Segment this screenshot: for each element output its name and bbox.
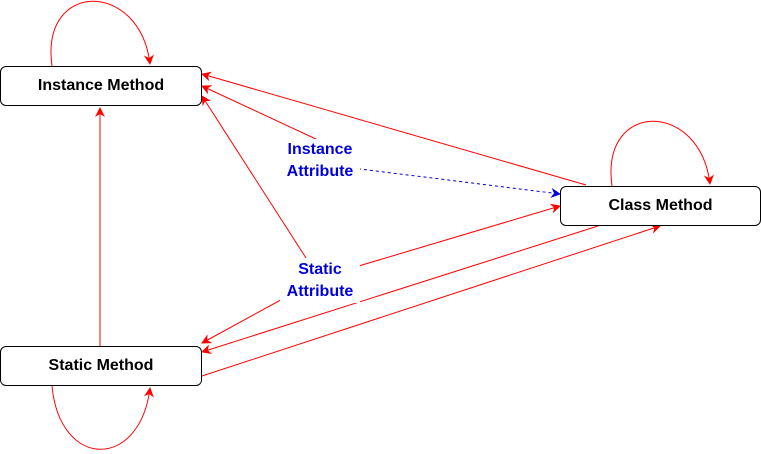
class-method-node: Class Method (560, 186, 761, 226)
edge-static-attribute-to-class (351, 203, 561, 269)
static-method-node: Static Method (0, 346, 202, 386)
instance-attribute-line-2: Attribute (286, 163, 354, 180)
class-method-self-loop (610, 120, 714, 187)
instance-attribute-line-1: Instance (287, 141, 353, 158)
static-attribute-label: Static Attribute (280, 259, 360, 303)
edge-static-attribute-to-static (201, 295, 289, 344)
edge-instance-attribute-to-instance (201, 85, 319, 141)
edge-static-to-class (201, 224, 661, 377)
instance-method-node: Instance Method (0, 66, 202, 106)
instance-method-self-loop (50, 0, 154, 67)
edge-class-to-static (201, 225, 599, 355)
static-method-self-loop (51, 385, 154, 450)
edge-instance-attribute-to-class (351, 167, 561, 198)
static-attribute-line-1: Static (298, 261, 342, 278)
edge-class-to-instance (201, 71, 587, 186)
edge-static-attribute-to-instance (201, 95, 307, 259)
static-attribute-line-2: Attribute (286, 283, 354, 300)
class-method-label: Class Method (608, 197, 713, 214)
static-method-label: Static Method (48, 357, 154, 374)
instance-attribute-label: Instance Attribute (280, 139, 360, 183)
instance-method-label: Instance Method (37, 77, 165, 94)
